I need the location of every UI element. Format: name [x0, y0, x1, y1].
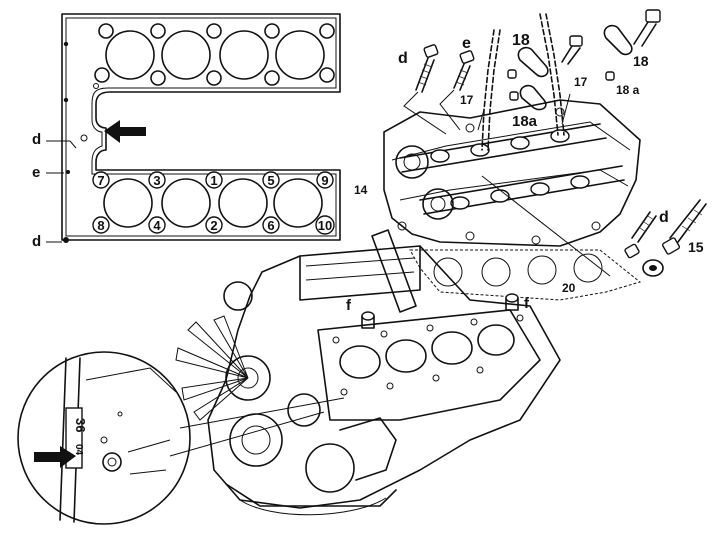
- head-gasket-right: [371, 229, 642, 313]
- cylinder-head-assembly: [383, 99, 641, 247]
- detail-inset: 36 04: [17, 351, 345, 525]
- washer: [642, 259, 664, 277]
- camshaft-lobes: [430, 129, 590, 210]
- gasket-hole: [63, 97, 69, 103]
- dowel-sleeve-f-right: [505, 293, 519, 311]
- gasket-hole: [63, 237, 69, 243]
- gasket-hole: [63, 41, 69, 47]
- fan-pulley: [225, 355, 271, 401]
- label-d-lower: d: [32, 233, 41, 250]
- gasket-bottom-bores: [103, 178, 323, 228]
- inset-bolt: [102, 452, 122, 472]
- arrow-left-icon: [104, 120, 146, 143]
- dowel-sleeve-f-left: [361, 311, 375, 329]
- svg-text:3: 3: [153, 173, 160, 188]
- svg-text:5: 5: [267, 173, 274, 188]
- callout-d-top: d: [398, 50, 408, 67]
- tightening-sequence: 7 3 1 5 9 8 4 2 6 10: [92, 171, 335, 235]
- crankshaft-pulley: [229, 413, 283, 467]
- bolt-d-right: [624, 211, 657, 259]
- callout-14: 14: [354, 183, 368, 197]
- leader-lines: [403, 89, 611, 277]
- callout-d-right: d: [659, 209, 669, 226]
- camshaft-sprocket: [395, 145, 429, 179]
- sequence-number-7: 4: [148, 216, 166, 234]
- svg-text:4: 4: [153, 218, 161, 233]
- svg-text:10: 10: [318, 218, 332, 233]
- bearing-cap-parts: [507, 24, 633, 111]
- block-bores: [339, 324, 515, 379]
- arrow-right-icon: [34, 446, 76, 468]
- label-e: e: [32, 164, 40, 181]
- bolt-e-top: [453, 50, 475, 91]
- gasket-side-labels: d e d: [32, 131, 77, 250]
- head-bolts: [397, 107, 601, 245]
- timing-chain-right: [539, 13, 565, 136]
- svg-text:8: 8: [97, 218, 104, 233]
- sequence-number-2: 3: [148, 171, 166, 189]
- callout-f-right: f: [524, 295, 530, 312]
- block-bolt-holes: [332, 314, 524, 396]
- svg-text:1: 1: [210, 173, 217, 188]
- sequence-number-4: 5: [262, 171, 280, 189]
- callout-18a-right: 18 a: [616, 83, 640, 97]
- svg-text:2: 2: [210, 218, 217, 233]
- label-d-upper: d: [32, 131, 41, 148]
- idler-pulley: [287, 393, 321, 427]
- callout-18a-middle: 18a: [512, 113, 538, 130]
- bolt-d-top: [415, 44, 439, 93]
- engine-block: [175, 245, 561, 516]
- callout-20: 20: [562, 281, 576, 295]
- bolt-top-right: [633, 9, 661, 47]
- engine-code-marking-small: 04: [73, 444, 84, 456]
- svg-text:7: 7: [97, 173, 104, 188]
- callout-17-left: 17: [460, 93, 474, 107]
- sequence-number-1: 7: [92, 171, 110, 189]
- gasket-hole-e: [66, 170, 70, 174]
- bolt-top-middle: [561, 35, 583, 65]
- callout-15: 15: [688, 239, 704, 255]
- sequence-number-8: 2: [205, 216, 223, 234]
- cylinder-head-gasket: [61, 13, 341, 243]
- sequence-number-6: 8: [92, 216, 110, 234]
- sequence-number-9: 6: [262, 216, 280, 234]
- sequence-number-3: 1: [205, 171, 223, 189]
- gasket-hole-d: [80, 134, 88, 142]
- callout-18-right: 18: [633, 53, 649, 69]
- bolt-15: [661, 199, 707, 255]
- callout-18-left: 18: [512, 32, 530, 49]
- engine-code-marking: 36: [73, 418, 88, 432]
- sequence-number-5: 9: [316, 171, 334, 189]
- svg-text:6: 6: [267, 218, 274, 233]
- callout-labels: d e 18 18 18 a 18a 17 17 14 20 d 15 f f: [346, 32, 704, 314]
- ac-compressor: [305, 443, 355, 493]
- oil-pan: [225, 483, 397, 507]
- sequence-number-10: 10: [315, 215, 335, 235]
- svg-text:9: 9: [321, 173, 328, 188]
- tensioner-pulley: [223, 281, 253, 311]
- cooling-fan: [175, 315, 249, 421]
- callout-17-right: 17: [574, 75, 588, 89]
- callout-e-top: e: [462, 35, 471, 52]
- callout-f-left: f: [346, 297, 352, 314]
- gasket-top-bores: [94, 23, 335, 86]
- camshaft-sprocket: [422, 188, 454, 220]
- timing-chain-left: [481, 29, 501, 151]
